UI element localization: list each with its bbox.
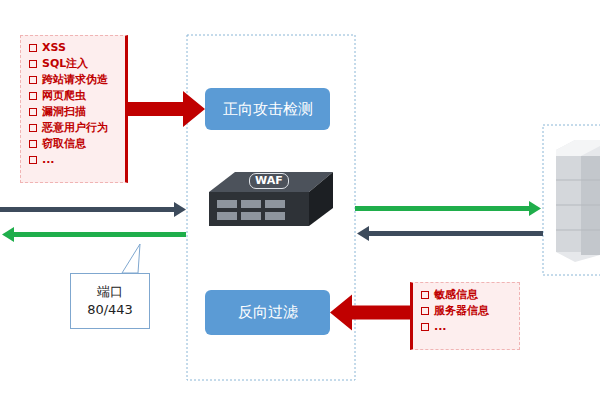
node-label: 敏感信息: [434, 287, 478, 303]
node-label: 跨站请求伪造: [42, 72, 108, 88]
bullet-square: [29, 92, 37, 100]
list-item: 窃取信息: [29, 136, 119, 152]
node-label: ...: [42, 152, 55, 168]
node-label: 反向过滤: [238, 303, 298, 322]
list-item: 服务器信息: [421, 303, 513, 319]
bullet-square: [29, 60, 37, 68]
process-box: 正向攻击检测: [205, 88, 330, 130]
node-label: 服务器信息: [434, 303, 489, 319]
forward-arrow: [355, 201, 541, 216]
list-item: 网页爬虫: [29, 88, 119, 104]
list-item: XSS: [29, 40, 119, 56]
node-label: ...: [434, 319, 447, 335]
bullet-square: [29, 108, 37, 116]
bullet-square: [421, 307, 429, 315]
server-zone: [543, 125, 600, 275]
node-label: 正向攻击检测: [223, 100, 313, 119]
device-label: WAF: [249, 173, 289, 189]
node-label: 端口 80/443: [87, 283, 133, 319]
bullet-square: [421, 323, 429, 331]
callout-pointer: [122, 244, 140, 273]
list-item: SQL注入: [29, 56, 119, 72]
node-label: SQL注入: [42, 56, 88, 72]
node-label: XSS: [42, 40, 66, 56]
process-box: 反向过滤: [205, 290, 330, 335]
list-item: ...: [29, 152, 119, 168]
node-label: 窃取信息: [42, 136, 86, 152]
server-icon: [556, 140, 600, 262]
response-arrow: [2, 227, 186, 242]
bullet-square: [29, 156, 37, 164]
node-label: 网页爬虫: [42, 88, 86, 104]
list-item: ...: [421, 319, 513, 335]
bullet-square: [29, 44, 37, 52]
list-item: 漏洞扫描: [29, 104, 119, 120]
list-item: 跨站请求伪造: [29, 72, 119, 88]
bullet-square: [29, 124, 37, 132]
list-item: 敏感信息: [421, 287, 513, 303]
node-label: 恶意用户行为: [42, 120, 108, 136]
bullet-square: [421, 291, 429, 299]
bullet-square: [29, 140, 37, 148]
bullet-square: [29, 76, 37, 84]
flow-arrow: [330, 295, 410, 331]
waf-device: WAF: [205, 170, 335, 234]
server-response-arrow: [357, 226, 543, 241]
leak-list: 敏感信息服务器信息...: [410, 282, 520, 350]
flow-arrow: [128, 91, 205, 127]
request-arrow: [0, 202, 186, 217]
node-label: 漏洞扫描: [42, 104, 86, 120]
threat-list: XSSSQL注入跨站请求伪造网页爬虫漏洞扫描恶意用户行为窃取信息...: [20, 35, 128, 183]
list-item: 恶意用户行为: [29, 120, 119, 136]
waf-zone: [187, 35, 355, 380]
port-callout: 端口 80/443: [70, 273, 150, 329]
